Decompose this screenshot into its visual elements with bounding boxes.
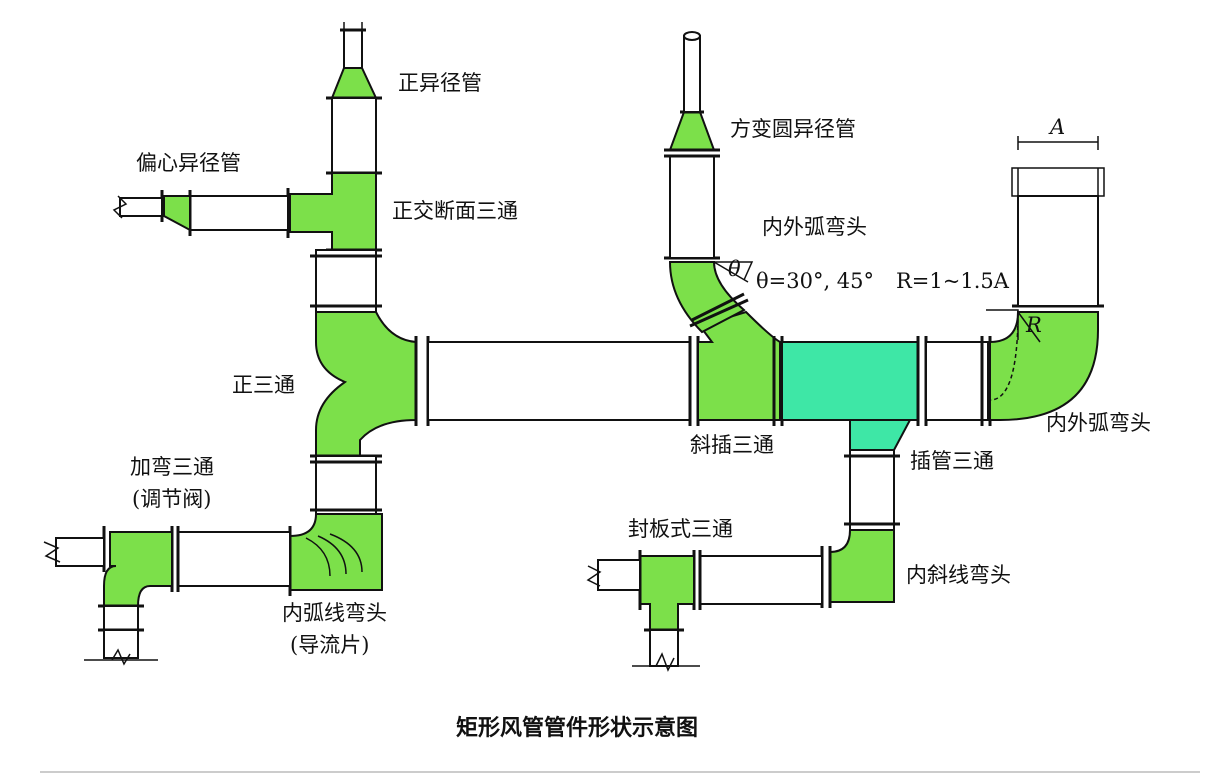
label-bent-tee-1: 加弯三通 — [130, 455, 214, 479]
label-dim-a: A — [1048, 115, 1065, 139]
label-inner-arc-elbow-2: (导流片) — [290, 633, 369, 657]
bent-tee-shape — [103, 531, 173, 607]
label-straight-tee: 正三通 — [232, 373, 295, 397]
inner-arc-elbow-shape — [289, 513, 383, 591]
right-arc-elbow-shape — [989, 311, 1099, 421]
diagram-title: 矩形风管管件形状示意图 — [456, 715, 698, 741]
label-angle-formula: θ=30°, 45° — [756, 269, 874, 293]
label-insert-pipe-tee: 插管三通 — [910, 449, 994, 473]
inner-bevel-elbow-shape — [829, 529, 895, 603]
label-radius-formula: R=1~1.5A — [896, 269, 1010, 293]
label-theta-symbol: θ — [728, 257, 741, 281]
label-inner-arc-elbow-1: 内弧线弯头 — [282, 601, 387, 625]
sealed-plate-tee-shape — [639, 555, 695, 631]
label-arc-elbow-top: 内外弧弯头 — [762, 215, 867, 239]
label-concentric-reducer: 正异径管 — [398, 71, 482, 95]
straight-tee-shape — [315, 311, 417, 457]
label-arc-elbow-right: 内外弧弯头 — [1046, 411, 1151, 435]
label-sealed-plate-tee: 封板式三通 — [628, 517, 733, 541]
label-orthogonal-tee: 正交断面三通 — [392, 199, 518, 223]
square-to-round-reducer-shape — [668, 111, 716, 151]
label-inner-bevel-elbow: 内斜线弯头 — [906, 563, 1011, 587]
top-arc-elbow-shape — [668, 261, 746, 334]
label-bent-tee-2: (调节阀) — [132, 487, 211, 511]
main-duct — [427, 341, 691, 421]
eccentric-reducer-shape — [163, 195, 191, 232]
label-square-to-round-reducer: 方变圆异径管 — [730, 117, 856, 141]
orthogonal-tee-shape — [289, 172, 377, 251]
concentric-reducer-shape — [330, 67, 378, 99]
insert-pipe-tee-shape — [781, 341, 919, 421]
label-eccentric-reducer: 偏心异径管 — [136, 151, 241, 175]
label-oblique-insert-tee: 斜插三通 — [690, 433, 774, 457]
top-left-stub — [340, 22, 366, 71]
label-r-symbol: R — [1025, 313, 1042, 337]
